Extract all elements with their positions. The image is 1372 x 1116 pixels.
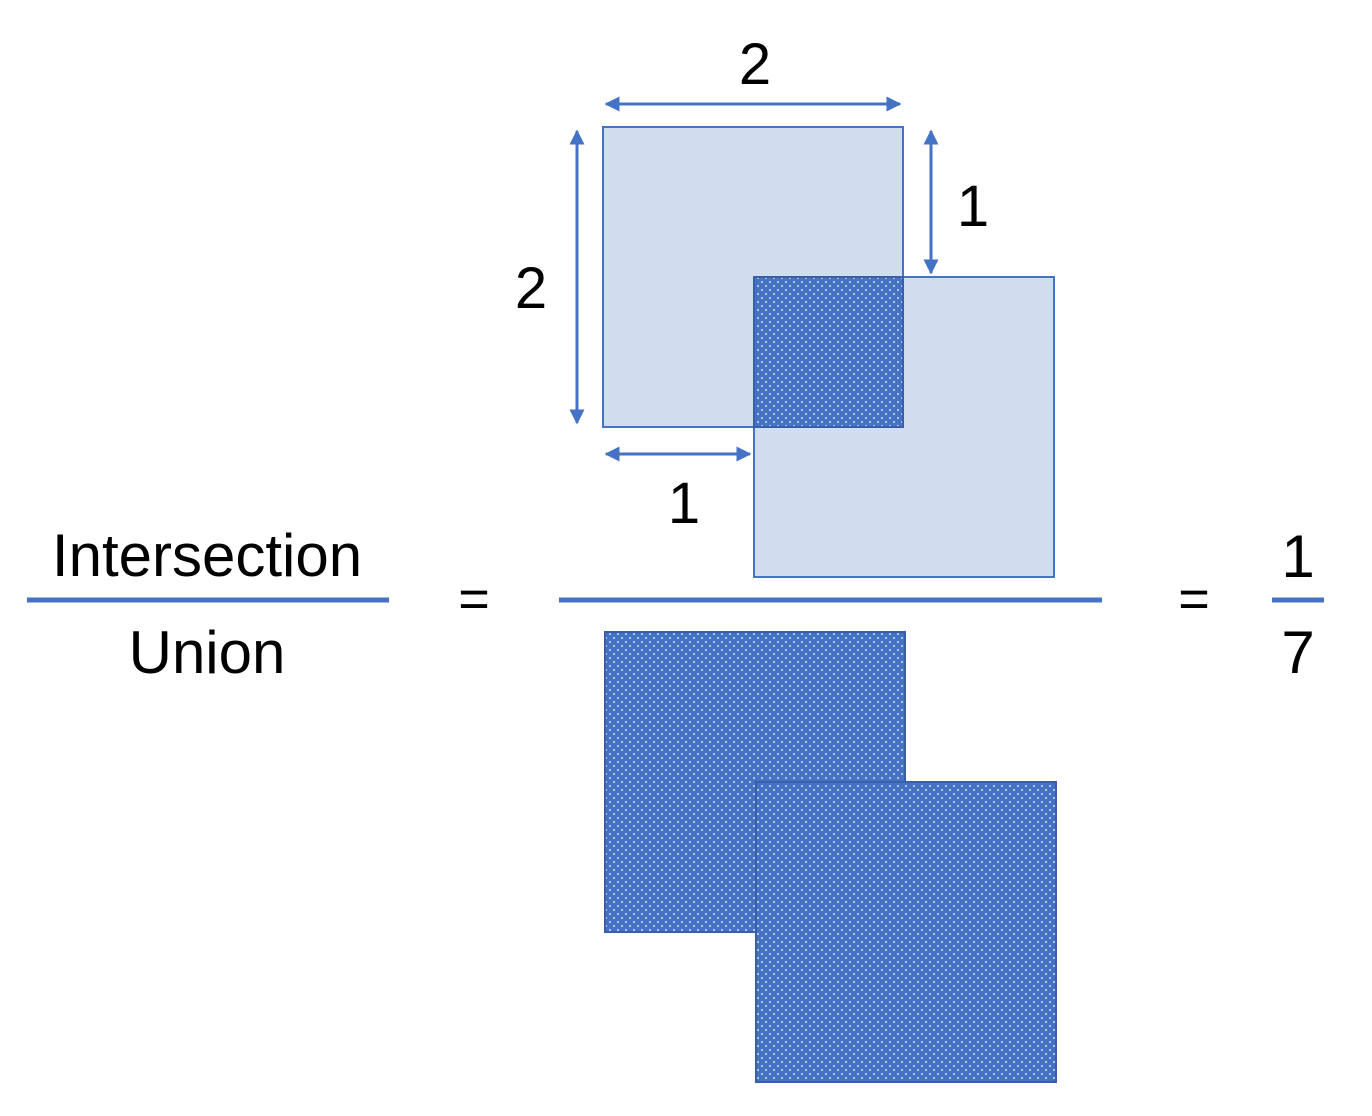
left-height-label: 2 — [515, 256, 547, 321]
equals-sign-1: = — [458, 569, 490, 629]
bottom-offset-label: 1 — [668, 471, 700, 536]
denominator-illustration — [604, 631, 1057, 1083]
top-width-label: 2 — [739, 32, 771, 97]
numerator-illustration — [602, 126, 1055, 578]
union-word: Union — [129, 619, 286, 686]
result-numerator: 1 — [1281, 523, 1314, 590]
intersection-word: Intersection — [52, 522, 362, 589]
intersection-region — [753, 276, 904, 428]
dimension-arrows — [569, 96, 939, 462]
right-offset-label: 1 — [957, 174, 989, 239]
equals-sign-2: = — [1178, 569, 1210, 629]
union-box-b — [755, 781, 1057, 1083]
result-denominator: 7 — [1281, 619, 1314, 686]
